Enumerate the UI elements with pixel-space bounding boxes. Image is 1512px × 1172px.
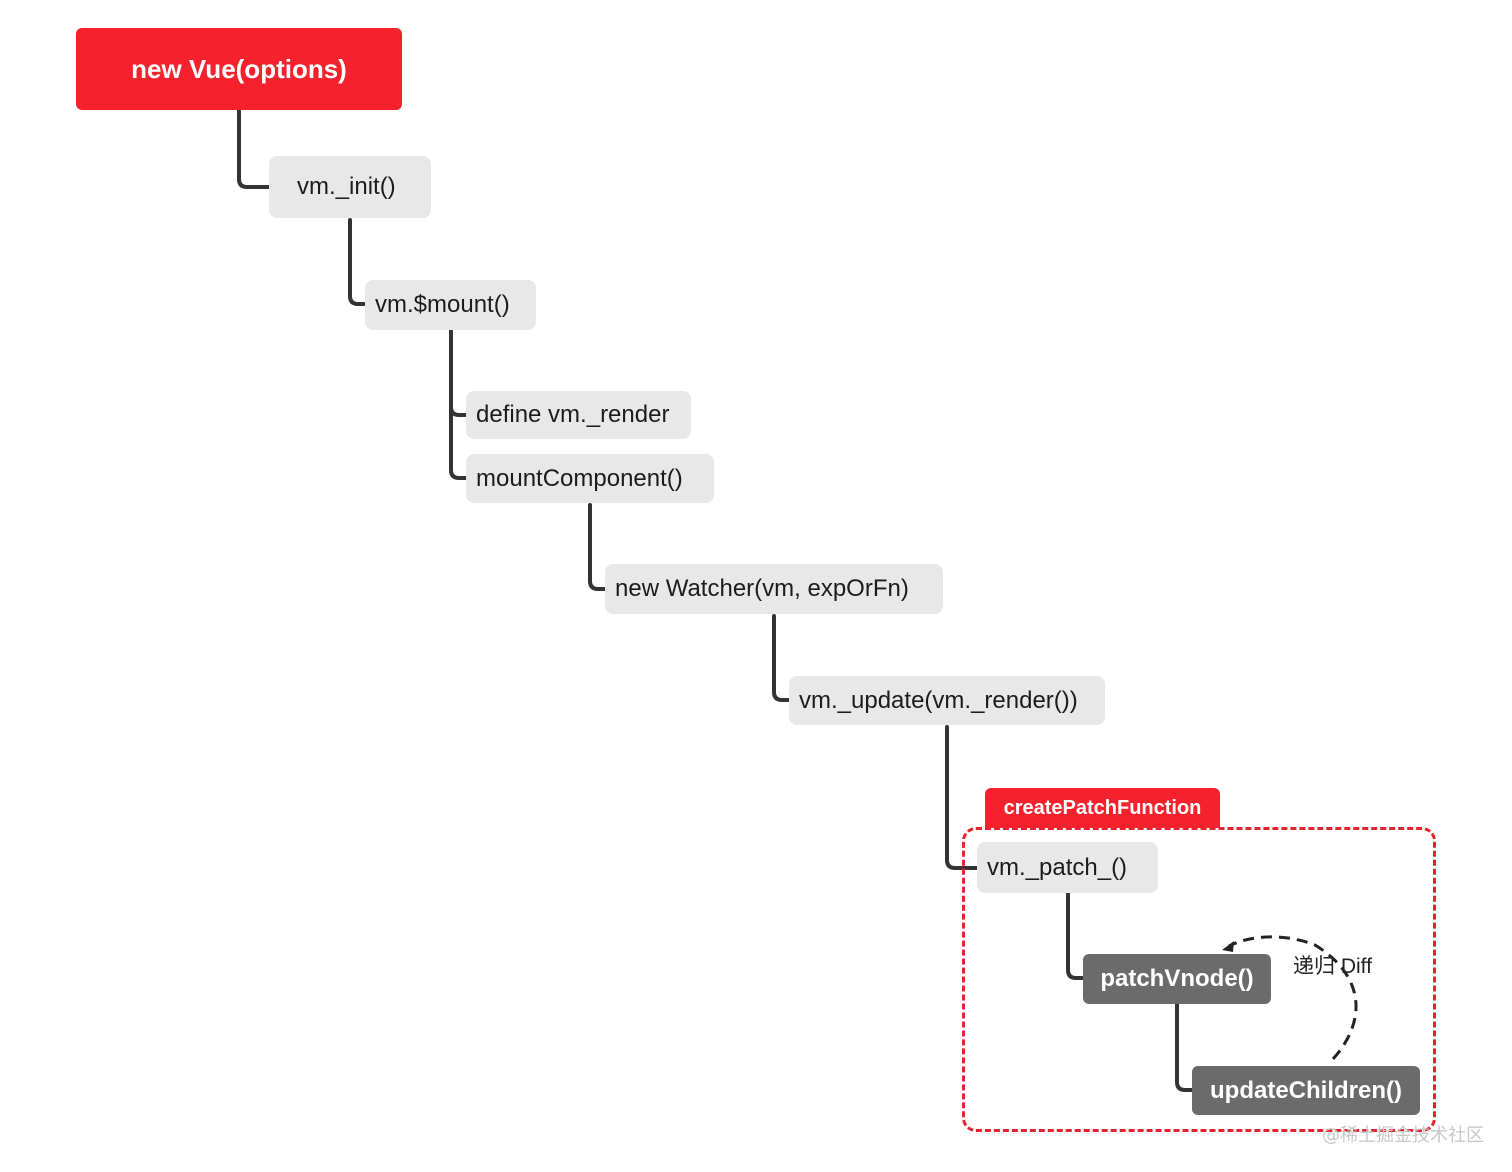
node-vm-init[interactable]: vm._init() [269, 156, 431, 218]
recursive-diff-label: 递归 Diff [1293, 955, 1372, 978]
node-new-vue[interactable]: new Vue(options) [76, 28, 402, 110]
node-vm-update-label: vm._update(vm._render()) [799, 686, 1078, 714]
connector-watcher-to-update [772, 614, 791, 702]
connector-root-to-init [237, 109, 271, 189]
node-define-render[interactable]: define vm._render [466, 391, 691, 439]
node-vm-mount-label: vm.$mount() [375, 291, 510, 318]
node-patch-vnode-label: patchVnode() [1100, 965, 1254, 992]
node-vm-init-label: vm._init() [297, 173, 396, 200]
node-vm-update[interactable]: vm._update(vm._render()) [789, 676, 1105, 725]
node-define-render-label: define vm._render [476, 401, 670, 428]
node-vm-patch[interactable]: vm._patch_() [977, 842, 1158, 893]
node-vm-patch-label: vm._patch_() [987, 853, 1128, 881]
watermark-text: @稀土掘金技术社区 [1322, 1125, 1484, 1146]
node-mount-component-label: mountComponent() [476, 464, 683, 492]
node-update-children[interactable]: updateChildren() [1192, 1066, 1420, 1115]
create-patch-function-label: createPatchFunction [985, 788, 1220, 828]
connector-init-to-mount [348, 218, 367, 306]
node-mount-component[interactable]: mountComponent() [466, 454, 714, 503]
node-update-children-label: updateChildren() [1210, 1076, 1402, 1104]
connector-mount-to-define-render [449, 329, 468, 417]
node-patch-vnode[interactable]: patchVnode() [1083, 954, 1271, 1004]
node-new-vue-label: new Vue(options) [131, 53, 347, 84]
node-new-watcher[interactable]: new Watcher(vm, expOrFn) [605, 564, 943, 614]
connector-mount-to-mount-component [449, 403, 468, 480]
node-new-watcher-label: new Watcher(vm, expOrFn) [615, 575, 909, 602]
node-vm-mount[interactable]: vm.$mount() [365, 280, 536, 330]
connector-mount-component-to-watcher [588, 503, 607, 591]
create-patch-function-group [962, 827, 1436, 1132]
